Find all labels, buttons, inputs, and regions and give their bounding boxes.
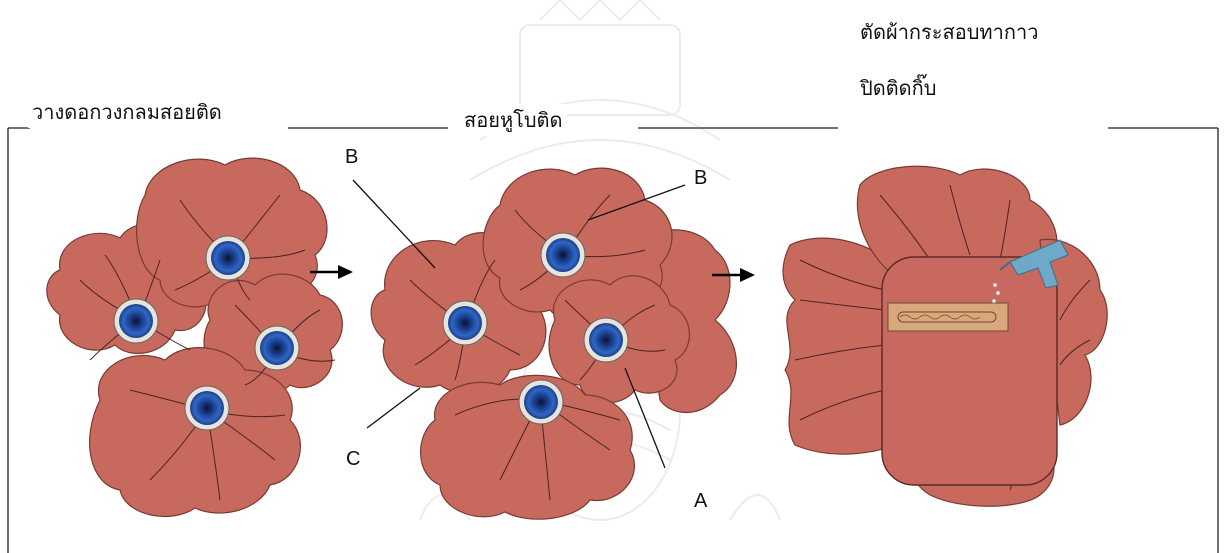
- hair-clip-icon: [888, 303, 1008, 331]
- caption-step1: วางดอกวงกลมสอยติด: [28, 96, 226, 128]
- flower-step2: [353, 168, 736, 519]
- label-b-right: B: [694, 167, 707, 190]
- backing-pad: [882, 257, 1057, 485]
- flower-step1: [47, 158, 343, 516]
- caption-step3-line2: ปิดติดกิ๊บ: [856, 72, 940, 104]
- caption-step2: สอยหูโบติด: [460, 104, 567, 136]
- caption-step3-line1: ตัดผ้ากระสอบทากาว: [856, 16, 1042, 48]
- label-c: C: [346, 448, 360, 471]
- label-b-left: B: [345, 146, 358, 169]
- label-a: A: [694, 490, 707, 513]
- flower-back-view: [783, 166, 1107, 506]
